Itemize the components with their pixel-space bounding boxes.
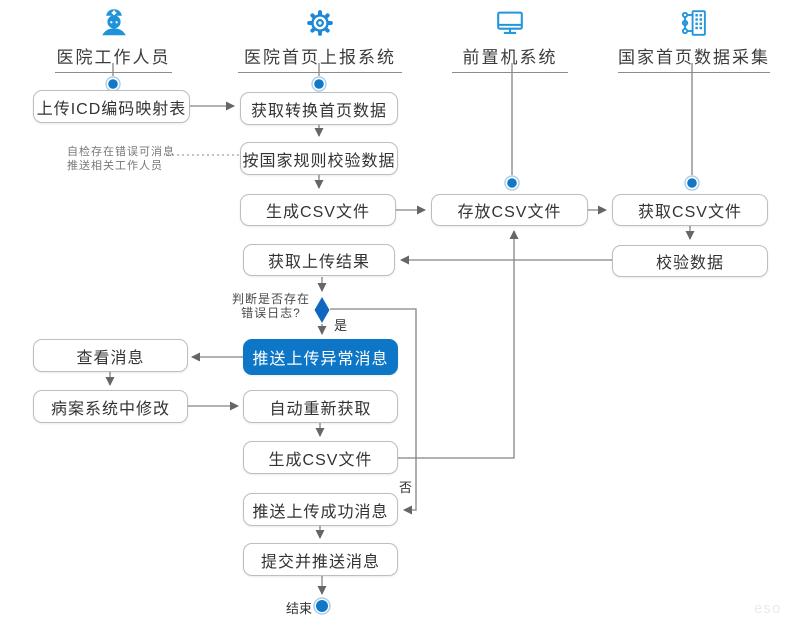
decision-line-1: 判断是否存在	[231, 292, 310, 306]
decision-question-label: 判断是否存在 错误日志?	[228, 292, 314, 320]
node-upload-icd-mapping: 上传ICD编码映射表	[33, 90, 190, 123]
node-generate-csv-1: 生成CSV文件	[240, 194, 396, 226]
node-validate-data: 校验数据	[612, 245, 768, 277]
node-fetch-upload-result: 获取上传结果	[243, 244, 395, 276]
node-push-success-message: 推送上传成功消息	[243, 493, 398, 526]
node-store-csv: 存放CSV文件	[431, 194, 588, 226]
lane-title-hospital-staff: 医院工作人员	[56, 48, 171, 67]
lane-title-report-system: 医院首页上报系统	[244, 48, 396, 67]
lane-header-national-collection: 国家首页数据采集	[618, 6, 770, 73]
gear-icon	[307, 10, 333, 36]
no-branch-label: 否	[399, 480, 413, 495]
nurse-icon	[101, 9, 126, 36]
monitor-icon	[497, 11, 523, 34]
node-auto-refetch: 自动重新获取	[243, 390, 398, 423]
node-validate-national-rules: 按国家规则校验数据	[240, 142, 398, 175]
lane-title-national-collection: 国家首页数据采集	[618, 48, 770, 67]
annotation-line-2: 推送相关工作人员	[67, 160, 163, 172]
lane-title-front-machine: 前置机系统	[462, 48, 558, 67]
lane-start-circles	[105, 76, 700, 191]
yes-branch-label: 是	[334, 318, 348, 333]
watermark-text: eso	[754, 600, 782, 617]
node-submit-and-push: 提交并推送消息	[243, 543, 398, 576]
node-push-error-message: 推送上传异常消息	[243, 339, 398, 375]
self-check-annotation: 自检存在错误可消息 推送相关工作人员	[67, 145, 175, 173]
node-generate-csv-2: 生成CSV文件	[243, 441, 398, 474]
lane-header-front-machine: 前置机系统	[452, 6, 568, 73]
lane-header-report-system: 医院首页上报系统	[238, 6, 402, 73]
annotation-line-1: 自检存在错误可消息	[67, 146, 175, 158]
end-circle	[313, 597, 331, 615]
decision-diamond	[314, 297, 330, 323]
edge-decision-no	[330, 308, 417, 515]
node-view-message: 查看消息	[33, 339, 188, 372]
lane-header-hospital-staff: 医院工作人员	[55, 6, 172, 73]
node-fetch-csv: 获取CSV文件	[612, 194, 768, 226]
node-modify-in-mrs: 病案系统中修改	[33, 390, 188, 423]
data-collection-icon	[681, 10, 706, 36]
decision-line-2: 错误日志?	[241, 306, 301, 320]
node-fetch-convert-data: 获取转换首页数据	[240, 92, 398, 125]
end-label: 结束	[285, 601, 312, 616]
edge-csv2-loop-to-store	[398, 230, 519, 459]
